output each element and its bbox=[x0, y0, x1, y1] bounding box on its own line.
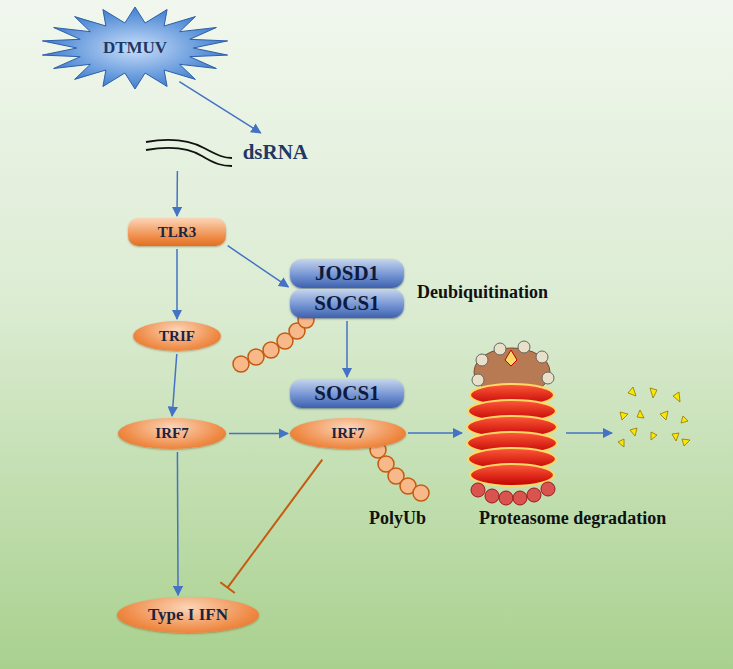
ubiquitin-chain bbox=[233, 312, 314, 372]
arrow bbox=[408, 432, 462, 434]
polyubiquitin-label: PolyUb bbox=[369, 508, 426, 529]
node-label: TRIF bbox=[159, 328, 195, 345]
node-label: SOCS1 bbox=[314, 381, 379, 406]
protein-node: TRIF bbox=[133, 321, 221, 351]
ubiquitin-chain bbox=[370, 442, 429, 501]
proteasome-figure bbox=[467, 341, 557, 505]
node-label: Type I IFN bbox=[148, 605, 228, 625]
arrow-connector bbox=[228, 246, 289, 287]
arrow-connector bbox=[347, 321, 348, 377]
node-label: TLR3 bbox=[158, 224, 196, 241]
arrow-connector bbox=[177, 171, 178, 216]
protein-node: Type I IFN bbox=[117, 597, 259, 633]
dsrna-strands bbox=[144, 134, 234, 170]
process-label: Proteasome degradation bbox=[479, 508, 666, 529]
dsrna-figure: dsRNA bbox=[140, 134, 310, 170]
node-label: SOCS1 bbox=[314, 291, 379, 316]
protein-box: JOSD1 bbox=[290, 259, 404, 288]
protein-box: SOCS1 bbox=[290, 289, 404, 318]
inhibition-connector bbox=[220, 460, 322, 593]
protein-node: IRF7 bbox=[118, 418, 226, 449]
arrow-connector bbox=[172, 354, 177, 416]
arrow-connector bbox=[177, 452, 179, 595]
protein-node: IRF7 bbox=[290, 418, 406, 449]
node-label: dsRNA bbox=[243, 140, 308, 165]
node-label: IRF7 bbox=[155, 425, 188, 442]
virus-starburst: DTMUV bbox=[40, 6, 230, 90]
node-label: DTMUV bbox=[103, 38, 167, 58]
protein-box: SOCS1 bbox=[290, 379, 404, 408]
arrow-connector bbox=[177, 249, 178, 319]
node-label: IRF7 bbox=[331, 425, 364, 442]
node-label: JOSD1 bbox=[315, 261, 379, 286]
process-label: Deubiquitination bbox=[417, 282, 548, 303]
peptide-fragments bbox=[618, 387, 690, 447]
arrow bbox=[566, 432, 612, 434]
arrow-connector bbox=[229, 433, 288, 434]
arrow-connector bbox=[179, 82, 260, 133]
protein-node: TLR3 bbox=[128, 218, 226, 246]
